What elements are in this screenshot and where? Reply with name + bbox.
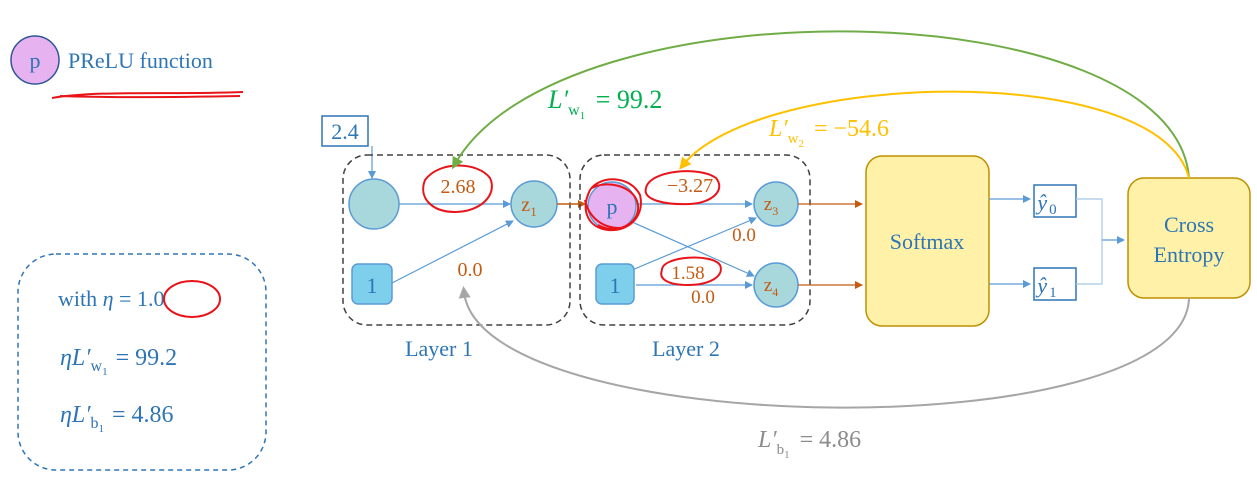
layer2-bias-node bbox=[595, 263, 635, 305]
layer1-bias-node bbox=[351, 263, 393, 305]
grad-w2-label: L′w2 = −54.6 bbox=[768, 116, 889, 150]
grad-b1-arrow bbox=[458, 286, 1190, 409]
layer2-bias-node-label: 1 bbox=[610, 273, 621, 298]
softmax-label: Softmax bbox=[890, 229, 965, 254]
y1-box bbox=[1033, 267, 1077, 301]
legend-label: PReLU function bbox=[68, 48, 213, 73]
legend-node-letter: p bbox=[30, 48, 41, 73]
layer1-label: Layer 1 bbox=[405, 336, 473, 361]
settings-box bbox=[17, 253, 267, 471]
layer2-weight-cross-value: 0.0 bbox=[732, 225, 756, 246]
eta-value-circle-annotation bbox=[163, 280, 221, 318]
layer1-bias-node-label: 1 bbox=[367, 273, 378, 298]
settings-eta-lb1: ηL′b1= 4.86 bbox=[60, 402, 174, 435]
layer2-activation-label: p bbox=[607, 194, 618, 219]
legend-underline-scribble bbox=[51, 91, 244, 99]
layer2-box bbox=[579, 154, 811, 326]
layer2-weight-top-value: −3.27 bbox=[667, 175, 713, 197]
grad-w2-arrow bbox=[679, 90, 1190, 179]
layer2-output-bottom-label: z4 bbox=[764, 275, 778, 299]
settings-with-line: with η = 1.0 bbox=[58, 286, 164, 311]
grad-b1-label: L′b1 = 4.86 bbox=[757, 427, 861, 461]
grad-w1-label: L′w1 = 99.2 bbox=[547, 85, 662, 122]
input-value: 2.4 bbox=[331, 119, 359, 144]
layer2-label: Layer 2 bbox=[652, 336, 720, 361]
layer1-weight-value: 2.68 bbox=[441, 176, 476, 198]
outputs-merge-line bbox=[1076, 198, 1103, 285]
layer2-bias-top-circle-annotation bbox=[660, 256, 722, 287]
input-value-box bbox=[321, 115, 369, 147]
y0-box bbox=[1033, 184, 1077, 218]
layer1-input-node bbox=[348, 178, 400, 230]
layer1-output-label: z1 bbox=[521, 194, 536, 219]
layer2-bias-top-edge bbox=[631, 217, 757, 271]
legend-node-icon bbox=[10, 35, 60, 85]
layer2-weight-top-circle-annotation bbox=[644, 170, 721, 206]
softmax-box bbox=[865, 155, 990, 327]
cross-entropy-box bbox=[1127, 177, 1251, 299]
layer2-output-top-label: z3 bbox=[764, 194, 778, 218]
layer2-bias-bottom-value: 0.0 bbox=[691, 287, 715, 308]
layer1-bias-weight-value: 0.0 bbox=[458, 259, 483, 281]
cross-entropy-line1: Cross bbox=[1164, 212, 1214, 237]
settings-eta-lw1: ηL′w1= 99.2 bbox=[60, 345, 177, 378]
grad-w1-arrow bbox=[452, 30, 1190, 179]
layer2-bias-top-value: 1.58 bbox=[671, 263, 704, 284]
layer2-weight-cross-edge bbox=[631, 221, 755, 277]
layer1-box bbox=[342, 154, 571, 326]
cross-entropy-line2: Entropy bbox=[1154, 242, 1225, 267]
activation-scribble-annotation bbox=[584, 178, 642, 232]
layer1-bias-edge bbox=[391, 220, 514, 284]
